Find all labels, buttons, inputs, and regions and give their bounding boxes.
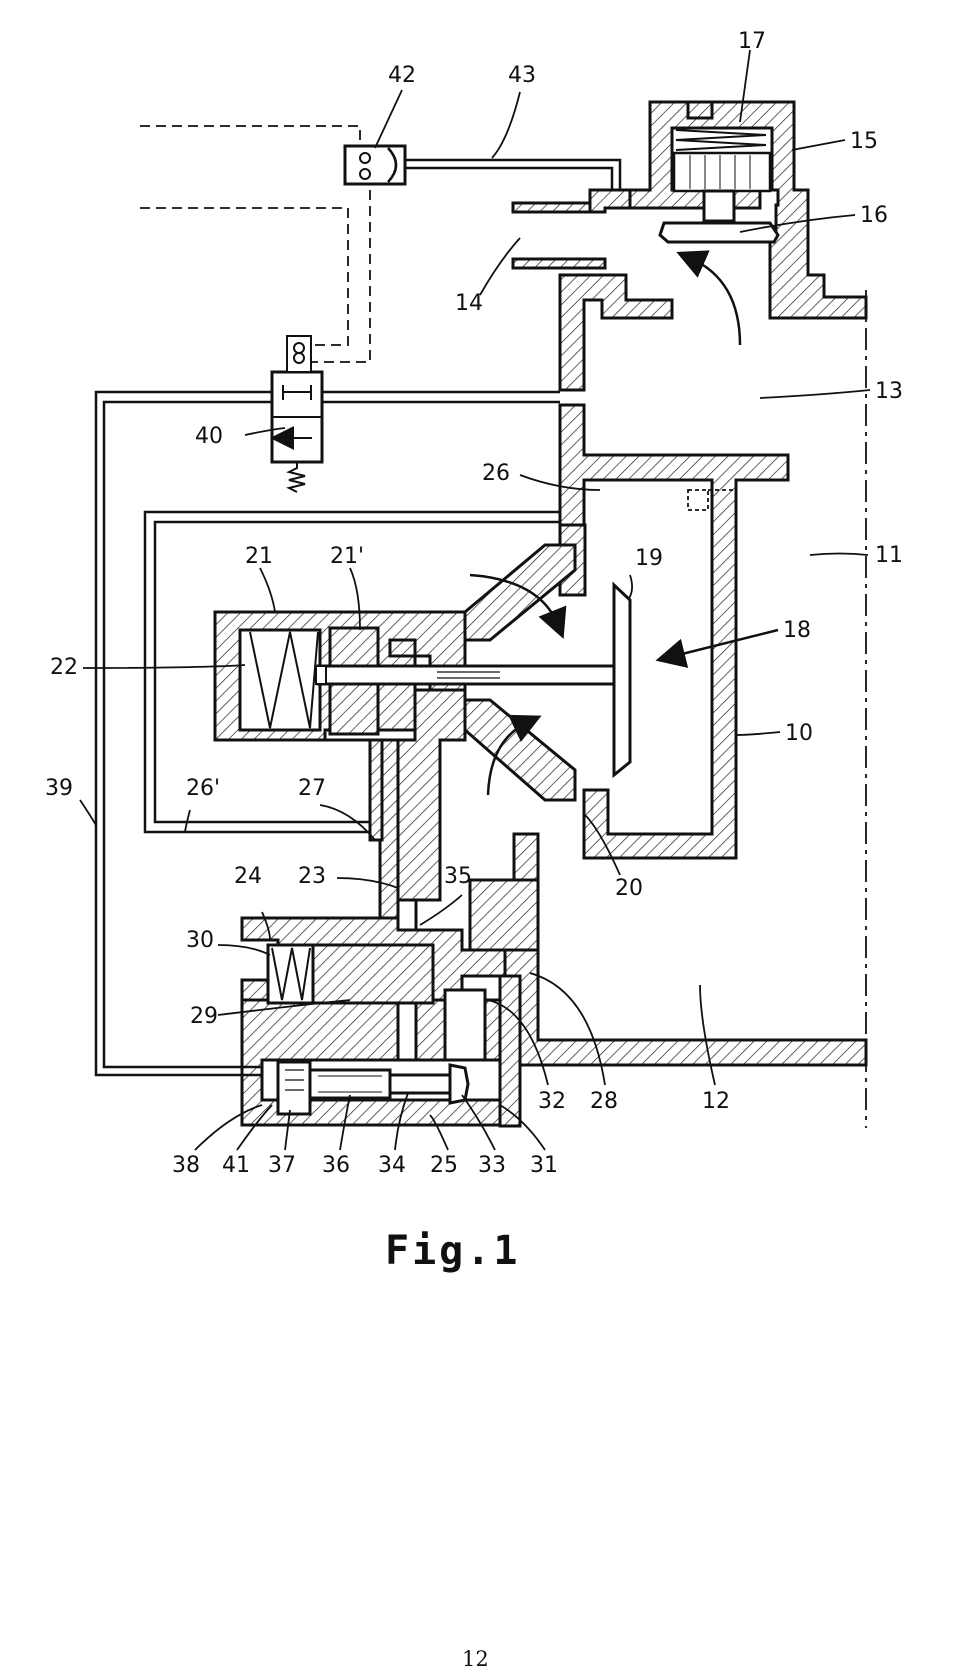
passage-32	[443, 988, 487, 1062]
ref-16: 16	[860, 203, 888, 228]
figure-caption: Fig.1	[385, 1228, 521, 1274]
piston-29	[311, 943, 435, 1005]
ref-25: 25	[430, 1153, 458, 1178]
pipe-43	[402, 158, 622, 190]
ref-26: 26	[482, 461, 510, 486]
ref-21: 21	[245, 544, 273, 569]
ref-22: 22	[50, 655, 78, 680]
ref-27: 27	[298, 776, 326, 801]
pipe-39-inner	[102, 400, 272, 1069]
pipe-43-inner	[402, 166, 614, 190]
ref-43: 43	[508, 63, 536, 88]
pipe-39	[94, 390, 272, 1077]
ref-34: 34	[378, 1153, 406, 1178]
upper-valve-piston	[672, 151, 772, 193]
recess-26	[687, 489, 709, 511]
ref-20: 20	[615, 876, 643, 901]
flow-arrow-lower	[486, 714, 542, 796]
stem-tip	[315, 665, 327, 685]
flow-arrow-upper	[676, 250, 742, 346]
ref-14: 14	[455, 291, 483, 316]
valve-40-spring	[286, 462, 306, 493]
main-housing-wall-middle	[558, 403, 790, 860]
ref-24: 24	[234, 864, 262, 889]
ref-42: 42	[388, 63, 416, 88]
flow-arrow-middle	[469, 573, 567, 639]
ref-35: 35	[444, 864, 472, 889]
ref-30: 30	[186, 928, 214, 953]
arrow-18	[655, 628, 779, 668]
ref-13: 13	[875, 379, 903, 404]
actuator-spring-22	[249, 631, 319, 729]
ref-31: 31	[530, 1153, 558, 1178]
rod-34	[388, 1073, 452, 1095]
lower-main-housing	[503, 832, 868, 1067]
stem-below-piston	[396, 1001, 418, 1062]
ref-21-prime: 21'	[330, 544, 364, 569]
ref-12: 12	[702, 1089, 730, 1114]
ref-36: 36	[322, 1153, 350, 1178]
pipe-26p-inner	[153, 520, 560, 824]
wall-segment-536	[498, 974, 522, 1128]
wiring-to-40	[312, 190, 371, 363]
ref-23: 23	[298, 864, 326, 889]
upper-valve-spring	[675, 129, 767, 151]
ref-19: 19	[635, 546, 663, 571]
ref-41: 41	[222, 1153, 250, 1178]
stem-35	[396, 898, 418, 932]
wiring-upper	[140, 125, 361, 140]
ref-10: 10	[785, 721, 813, 746]
ref-28: 28	[590, 1089, 618, 1114]
wall-segment-right	[468, 878, 540, 952]
ref-18: 18	[783, 618, 811, 643]
inlet-flange	[588, 188, 632, 214]
spring-30	[271, 947, 311, 1001]
ref-33: 33	[478, 1153, 506, 1178]
upper-valve-stem	[702, 189, 736, 223]
upper-valve-disc	[658, 221, 780, 244]
inlet-wall-lower	[511, 257, 607, 270]
duct-strut-upper	[463, 543, 577, 642]
ref-15: 15	[850, 129, 878, 154]
housing-left-block	[325, 738, 400, 922]
housing-left-block-2	[368, 738, 384, 842]
main-housing-wall-upper	[558, 273, 674, 392]
ref-17: 17	[738, 29, 766, 54]
ref-26-prime: 26'	[186, 776, 220, 801]
plunger-36	[308, 1068, 392, 1100]
page-number: 12	[462, 1647, 489, 1671]
ref-39: 39	[45, 776, 73, 801]
ref-32: 32	[538, 1089, 566, 1114]
ref-29: 29	[190, 1004, 218, 1029]
ref-37: 37	[268, 1153, 296, 1178]
valve-head-33	[448, 1063, 470, 1105]
wiring-lower	[140, 207, 349, 346]
pipe-26p	[143, 510, 560, 834]
valve-disc-19	[612, 581, 632, 779]
ref-11: 11	[875, 543, 903, 568]
ref-38: 38	[172, 1153, 200, 1178]
ref-40: 40	[195, 424, 223, 449]
valve-stem-18	[316, 664, 620, 686]
duct-strut-lower	[463, 698, 577, 802]
